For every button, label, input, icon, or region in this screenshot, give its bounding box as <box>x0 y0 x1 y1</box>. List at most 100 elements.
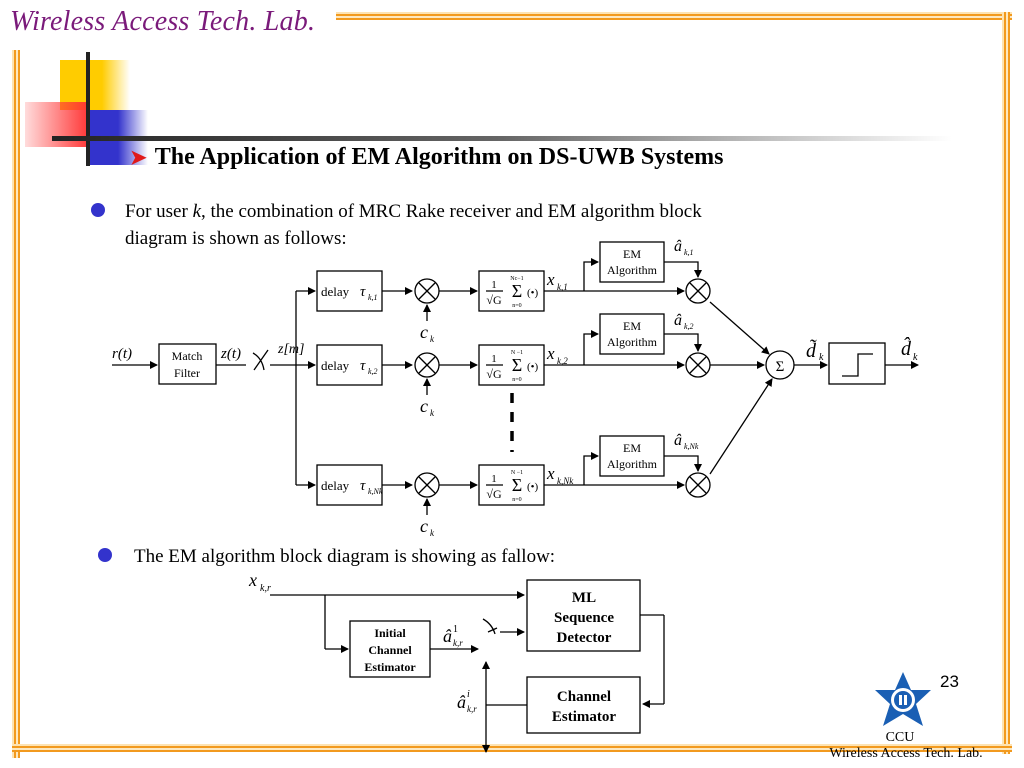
decor-horizontal-line <box>52 136 952 141</box>
em-label-1: EM <box>623 441 641 455</box>
channel-estimator-label-2: Estimator <box>552 709 616 725</box>
weight-multiplier-circle <box>685 472 711 498</box>
delay-label: delay <box>321 284 350 299</box>
x-subscript: k,2 <box>557 356 568 366</box>
initial-estimate-sup: 1 <box>453 624 458 635</box>
code-subscript: k <box>430 408 435 418</box>
input-label: r(t) <box>112 346 132 362</box>
tau-symbol: τ <box>360 478 366 494</box>
a-hat-label: â <box>674 432 682 449</box>
a-hat-subscript: k,1 <box>684 248 694 257</box>
branch1-to-combiner <box>709 301 770 355</box>
correlator-upper: Nc−1 <box>510 276 523 282</box>
a-hat-label: â <box>674 312 682 329</box>
correlator-numerator: 1 <box>491 473 497 485</box>
em-switch-arc <box>482 618 496 635</box>
em-label-1: EM <box>623 247 641 261</box>
correlator-lower: n=0 <box>512 303 521 309</box>
bullet-2-text: The EM algorithm block diagram is showin… <box>134 546 556 567</box>
sampler-switch-line <box>253 349 269 371</box>
frame-border-left <box>12 50 22 758</box>
tau-subscript: k,1 <box>368 293 378 302</box>
branchN-to-combiner <box>709 378 773 475</box>
correlator-sum: Σ <box>512 281 522 301</box>
bullet-1-text: For user k, the combination of MRC Rake … <box>125 198 702 252</box>
em-input-sub: k,r <box>260 583 271 594</box>
frame-border-bottom <box>12 744 1012 754</box>
code-label: c <box>420 516 428 536</box>
bullet-1-var: k <box>192 201 201 222</box>
code-subscript: k <box>430 334 435 344</box>
lab-name-header: Wireless Access Tech. Lab. <box>10 6 316 37</box>
initial-estimate-sub: k,r <box>453 638 463 648</box>
sampled-label: z(t) <box>220 346 241 362</box>
code-label: c <box>420 322 428 342</box>
initial-estimate-label: â <box>443 626 452 646</box>
x-label: x <box>546 344 555 363</box>
em-input-label: x <box>248 570 257 590</box>
correlator-lower: n=0 <box>512 377 521 383</box>
ccu-emblem-icon <box>875 672 931 726</box>
x-label: x <box>546 464 555 483</box>
tau-symbol: τ <box>360 284 366 300</box>
match-filter-label-1: Match <box>172 349 203 363</box>
channel-estimator-label-1: Channel <box>557 689 611 705</box>
soft-output-sub: k <box>819 352 824 363</box>
sampler-switch-arc <box>252 352 265 371</box>
correlator-numerator: 1 <box>491 353 497 365</box>
decision-block <box>828 342 886 385</box>
tau-symbol: τ <box>360 358 366 374</box>
ml-detector-label-2: Sequence <box>554 610 614 626</box>
discrete-label: z[m] <box>277 342 304 357</box>
frame-border-top <box>336 12 1012 22</box>
a-hat-subscript: k,Nk <box>684 442 699 451</box>
ml-sequence-detector-block <box>526 579 641 652</box>
footer-lab: Wireless Access Tech. Lab. <box>829 746 983 761</box>
correlator-arg: (•) <box>527 481 539 493</box>
em-label-1: EM <box>623 319 641 333</box>
ml-detector-label-1: ML <box>572 590 596 606</box>
initial-channel-estimator-block <box>349 620 431 678</box>
initial-estimator-label-3: Estimator <box>364 660 416 674</box>
iter-estimate-sub: k,r <box>467 704 477 714</box>
correlator-arg: (•) <box>527 361 539 373</box>
correlator-denominator: √G <box>486 487 502 501</box>
footer-org: CCU <box>885 730 915 745</box>
x-subscript: k,Nk <box>557 476 574 486</box>
tau-subscript: k,2 <box>368 367 378 376</box>
slide-title: ➤The Application of EM Algorithm on DS-U… <box>130 144 723 171</box>
correlator-numerator: 1 <box>491 279 497 291</box>
iter-estimate-label: â <box>457 692 466 712</box>
a-hat-subscript: k,2 <box>684 322 694 331</box>
em-label-2: Algorithm <box>607 335 658 349</box>
correlator-denominator: √G <box>486 367 502 381</box>
tau-subscript: k,Nk <box>368 487 383 496</box>
ml-detector-label-3: Detector <box>557 630 612 646</box>
soft-output-label: d̃ <box>806 338 817 362</box>
weight-multiplier-circle <box>685 278 711 304</box>
initial-estimator-label-2: Channel <box>368 643 412 657</box>
iter-estimate-sup: i <box>467 689 470 700</box>
hard-output-sub: k <box>913 352 918 363</box>
a-hat-label: â <box>674 238 682 255</box>
decor-vertical-line <box>86 52 90 166</box>
correlator-sum: Σ <box>512 475 522 495</box>
frame-border-right <box>1002 12 1012 754</box>
decor-yellow-square <box>60 60 130 110</box>
initial-estimator-label-1: Initial <box>374 626 406 640</box>
combiner-sigma: Σ <box>776 359 785 375</box>
arrow-right-icon: ➤ <box>130 147 147 169</box>
correlator-lower: n=0 <box>512 497 521 503</box>
delay-label: delay <box>321 358 350 373</box>
bullet-1-line2: diagram is shown as follows: <box>125 228 347 249</box>
delay-label: delay <box>321 478 350 493</box>
correlator-denominator: √G <box>486 293 502 307</box>
channel-estimator-block <box>526 676 641 734</box>
code-subscript: k <box>430 528 435 538</box>
x-label: x <box>546 270 555 289</box>
